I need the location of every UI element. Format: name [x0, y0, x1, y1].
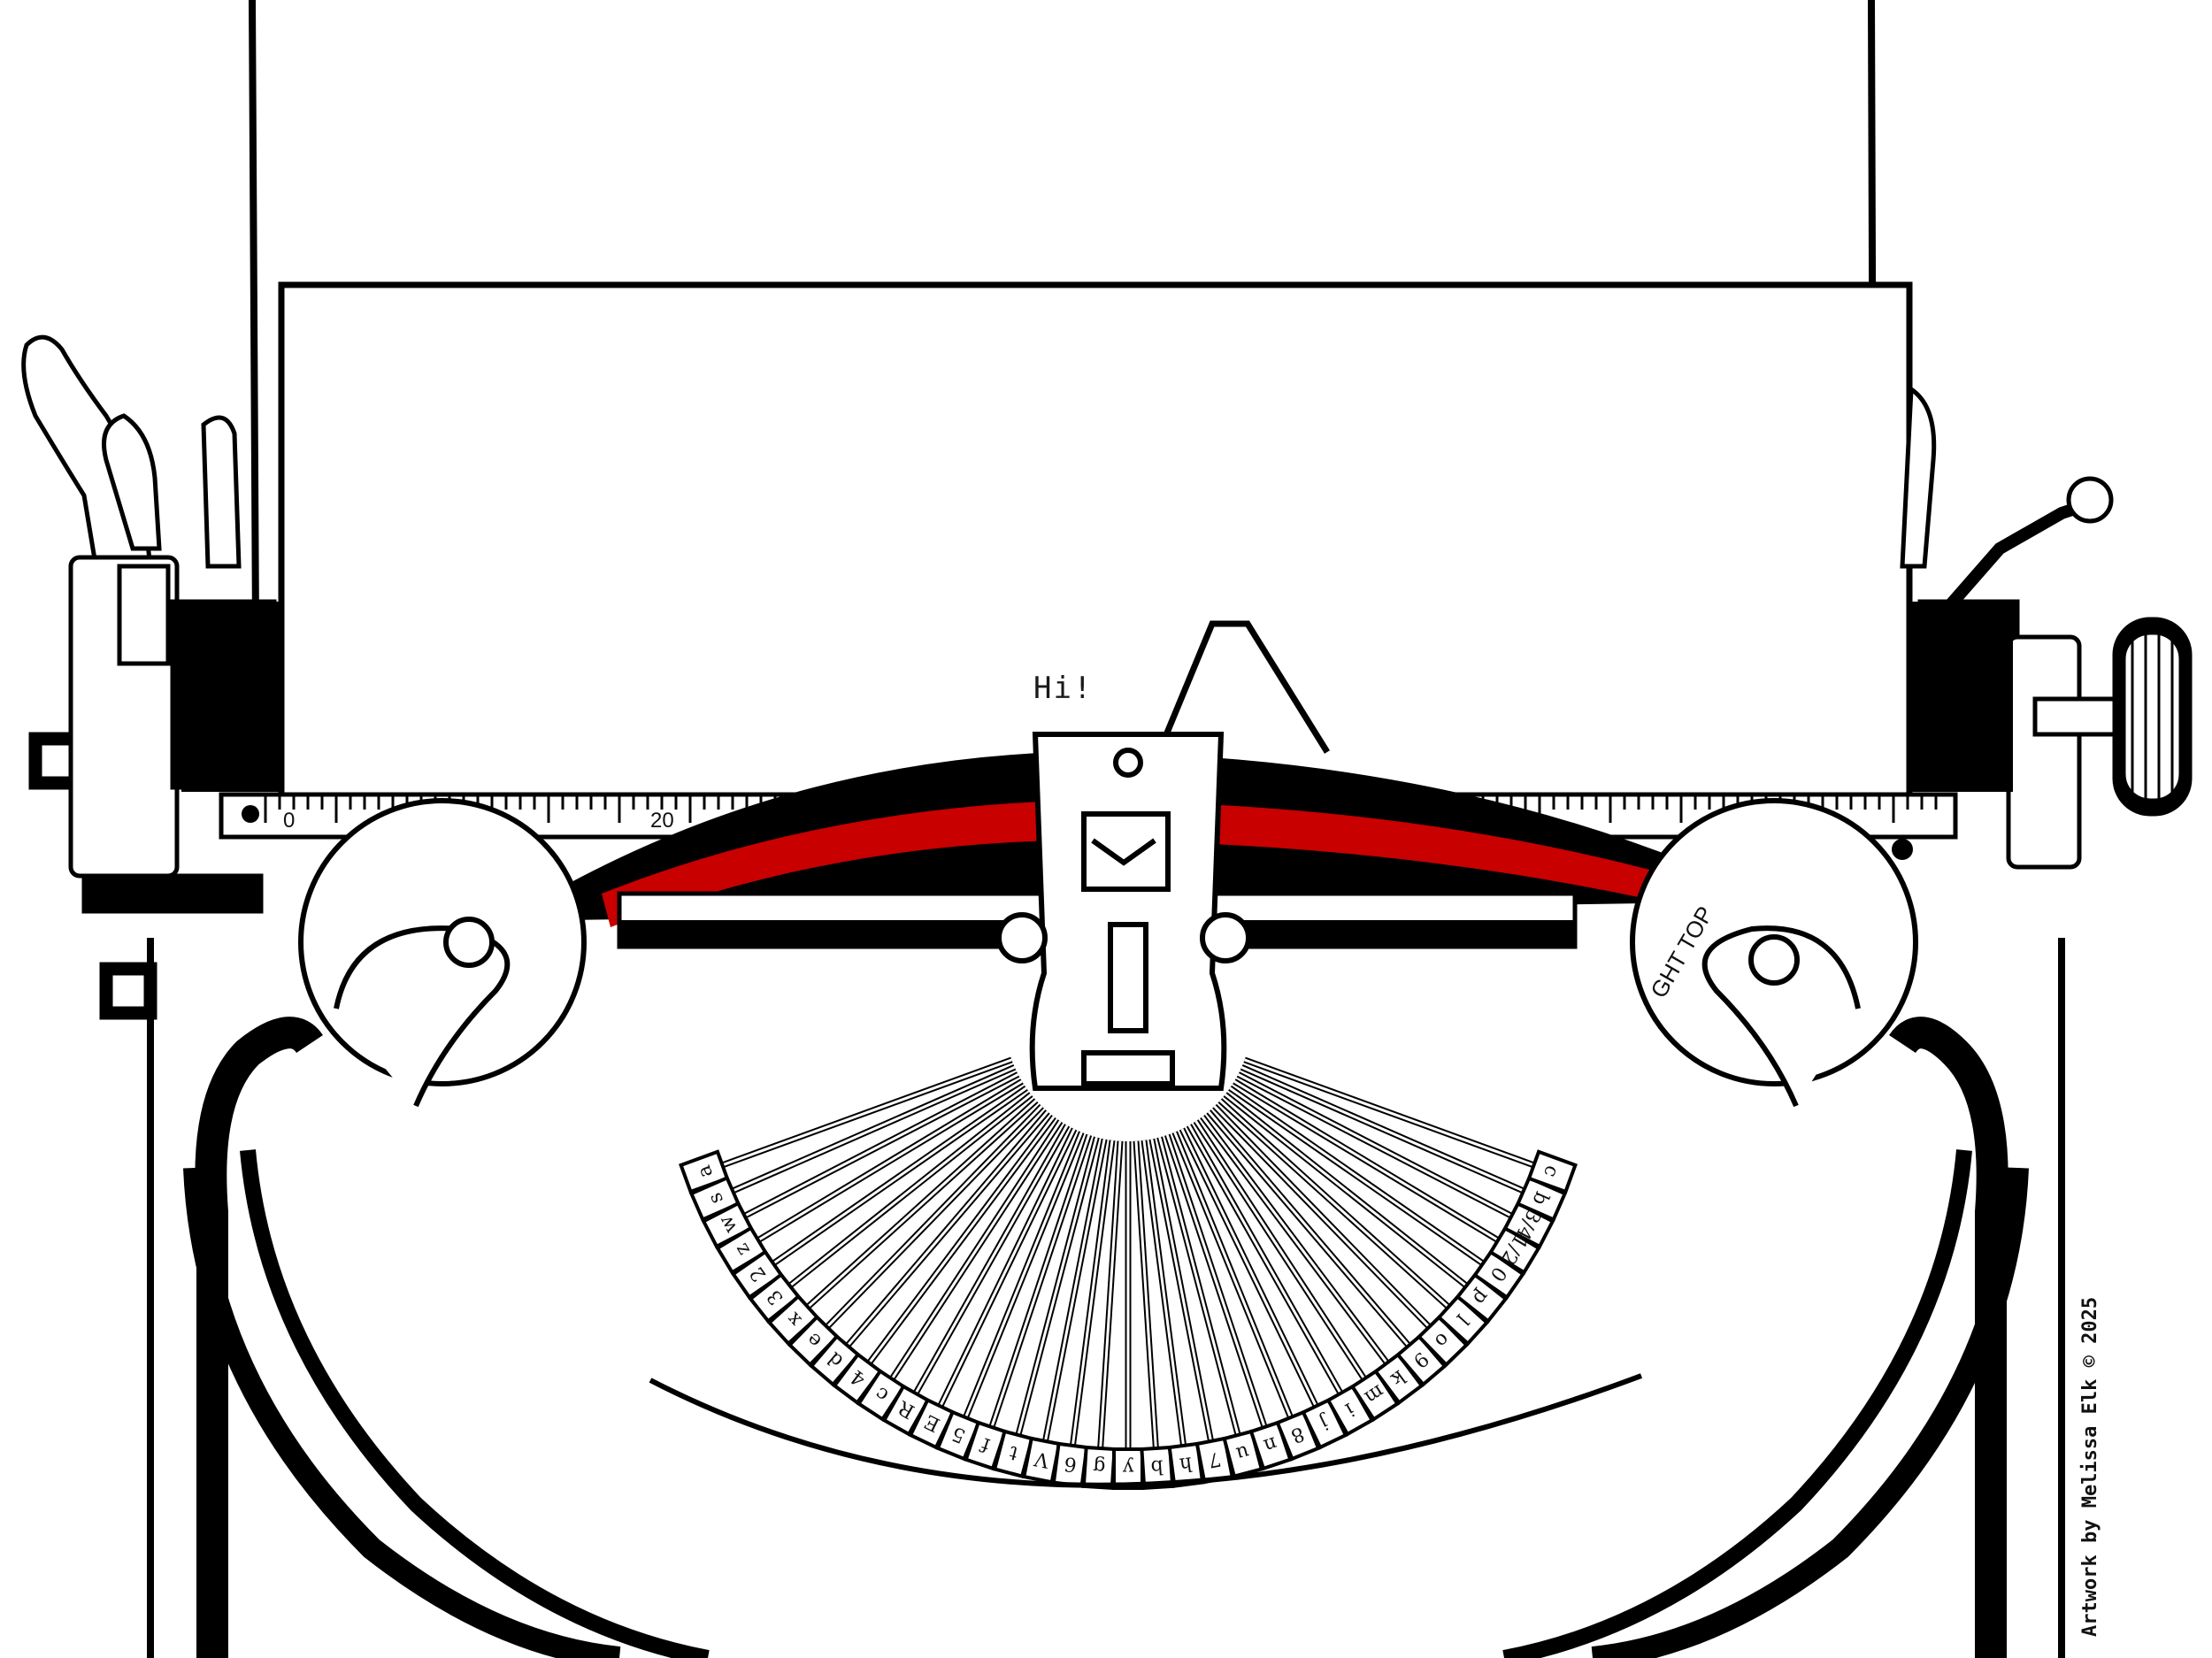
typebar-highlight [757, 1086, 1027, 1276]
machine-frame [147, 938, 2065, 1658]
typebar-highlight [714, 1065, 1016, 1201]
typebar-highlight [1158, 1137, 1245, 1455]
typebar-highlight [1134, 1140, 1159, 1469]
paper-bail [1156, 620, 1330, 754]
typebar-highlight [956, 1132, 1083, 1437]
platen-right-end [1911, 602, 2013, 792]
typebar-highlight [1165, 1134, 1272, 1447]
typebar-highlight [1150, 1139, 1217, 1461]
typebar-character: u [1233, 1440, 1251, 1465]
typebar-highlight [792, 1099, 1038, 1322]
left-ribbon-spool [298, 798, 587, 1108]
typebar-character: b [1150, 1455, 1164, 1478]
scale-label-20: 20 [650, 809, 674, 833]
typebar-highlight [1040, 1139, 1106, 1461]
type-guide [996, 732, 1251, 1091]
typed-text: Hi! [1033, 671, 1094, 706]
typebar-character: h [1179, 1452, 1194, 1476]
typebar-highlight [1237, 1073, 1530, 1226]
typebar-character: 6 [1063, 1452, 1078, 1476]
typebar-highlight [1194, 1120, 1377, 1396]
typebar-highlight [703, 1058, 1012, 1173]
typebar-highlight [904, 1125, 1069, 1411]
typebar-highlight [1180, 1128, 1326, 1424]
typebar-highlight [741, 1079, 1023, 1252]
typebar-highlight [1229, 1086, 1500, 1276]
typebar-highlight [1173, 1132, 1300, 1437]
platen-left-end [181, 602, 279, 792]
typebar-highlight [1187, 1125, 1352, 1411]
typebar-highlight [773, 1093, 1033, 1300]
typebar-slug [1526, 1149, 1578, 1194]
typebar-highlight [1233, 1079, 1516, 1252]
typebar-highlight [726, 1073, 1019, 1226]
typebar-highlight [1244, 1058, 1553, 1173]
typebar-highlight [1069, 1140, 1114, 1465]
typebar-highlight [1142, 1140, 1187, 1465]
typebar-highlight [1201, 1116, 1401, 1380]
typebar-highlight [1213, 1105, 1444, 1342]
typebar-slug [1112, 1447, 1144, 1490]
typebar-highlight [1240, 1065, 1542, 1201]
typebar-character: y [1122, 1456, 1134, 1478]
typebar-highlight [1097, 1140, 1122, 1469]
artist-credit: Artwork by Melissa Elk © 2025 [2079, 1296, 2101, 1637]
typebar-highlight [930, 1128, 1076, 1424]
ribbon-red [602, 801, 1672, 927]
typebasket-arc [649, 1373, 1643, 1488]
typebar-highlight [1207, 1110, 1423, 1362]
typebar-character: g [1092, 1455, 1106, 1478]
typebar-highlight [879, 1120, 1062, 1396]
typebar-highlight [833, 1110, 1049, 1362]
right-ribbon-spool: GHT TOP [1630, 798, 1918, 1108]
typebar-character: V [1032, 1447, 1051, 1471]
typebar-highlight [1011, 1137, 1098, 1455]
typebar-character: 7 [1206, 1447, 1223, 1470]
typebar-highlight [1224, 1093, 1483, 1300]
typebar-highlight [1218, 1099, 1464, 1322]
typebar-highlight [984, 1134, 1091, 1447]
typebar-highlight [856, 1116, 1056, 1380]
typebar-highlight [812, 1105, 1043, 1342]
scale-label-0: 0 [283, 809, 295, 833]
